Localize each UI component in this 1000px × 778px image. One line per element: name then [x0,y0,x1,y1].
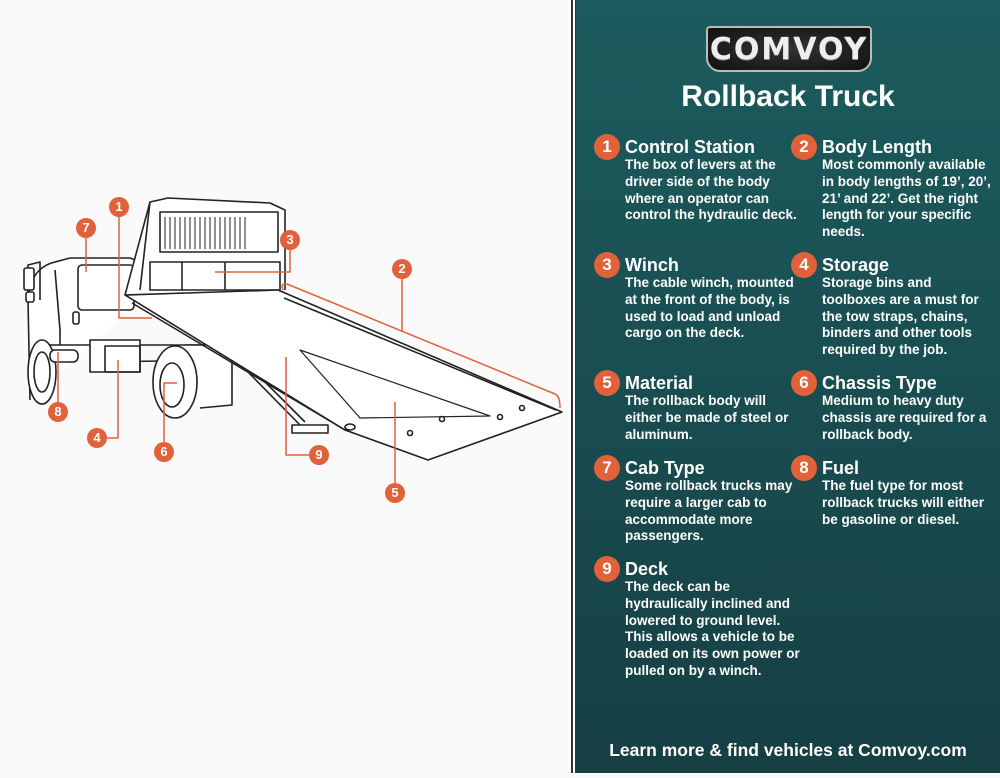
divider [571,0,576,773]
item-description: The deck can be hydraulically inclined a… [625,579,800,678]
marker-8: 8 [48,402,68,422]
marker-4: 4 [87,428,107,448]
number-badge: 7 [594,455,620,481]
marker-3: 3 [280,230,300,250]
item-deck: 9 Deck The deck can be hydraulically inc… [594,556,800,680]
item-fuel: 8 Fuel The fuel type for most rollback t… [791,455,997,528]
item-title: Deck [625,559,669,579]
rollback-truck-illustration [23,197,563,483]
item-description: Some rollback trucks may require a large… [625,478,793,544]
marker-1: 1 [109,197,129,217]
item-storage: 4 Storage Storage bins and toolboxes are… [791,252,997,359]
info-panel: COMVOY Rollback Truck 1 Control Station … [576,0,1000,773]
marker-6: 6 [154,442,174,462]
number-badge: 6 [791,370,817,396]
item-description: The box of levers at the driver side of … [625,157,797,223]
truck-diagram: 1 7 3 2 8 4 6 9 5 [23,197,563,503]
number-badge: 2 [791,134,817,160]
logo-text: COMVOY [709,31,869,67]
number-badge: 4 [791,252,817,278]
item-title: Material [625,373,694,393]
item-title: Winch [625,255,679,275]
number-badge: 5 [594,370,620,396]
item-description: The cable winch, mounted at the front of… [625,275,794,341]
comvoy-logo: COMVOY [706,26,872,72]
marker-5: 5 [385,483,405,503]
footer-link[interactable]: Learn more & find vehicles at Comvoy.com [609,740,967,760]
item-title: Control Station [625,137,755,157]
item-winch: 3 Winch The cable winch, mounted at the … [594,252,800,342]
item-title: Storage [822,255,890,275]
item-title: Cab Type [625,458,705,478]
item-description: The rollback body will either be made of… [625,393,789,442]
page-title: Rollback Truck [681,80,895,113]
marker-9: 9 [309,445,329,465]
item-description: Most commonly available in body lengths … [822,157,991,240]
number-badge: 3 [594,252,620,278]
item-material: 5 Material The rollback body will either… [594,370,800,443]
number-badge: 8 [791,455,817,481]
item-description: Medium to heavy duty chassis are require… [822,393,987,442]
marker-2: 2 [392,259,412,279]
item-chassis-type: 6 Chassis Type Medium to heavy duty chas… [791,370,997,443]
item-title: Body Length [822,137,932,157]
item-title: Chassis Type [822,373,937,393]
item-title: Fuel [822,458,860,478]
item-description: Storage bins and toolboxes are a must fo… [822,275,979,358]
number-badge: 1 [594,134,620,160]
marker-7: 7 [76,218,96,238]
number-badge: 9 [594,556,620,582]
item-cab-type: 7 Cab Type Some rollback trucks may requ… [594,455,800,545]
item-description: The fuel type for most rollback trucks w… [822,478,985,527]
item-body-length: 2 Body Length Most commonly available in… [791,134,997,241]
item-control-station: 1 Control Station The box of levers at t… [594,134,800,224]
